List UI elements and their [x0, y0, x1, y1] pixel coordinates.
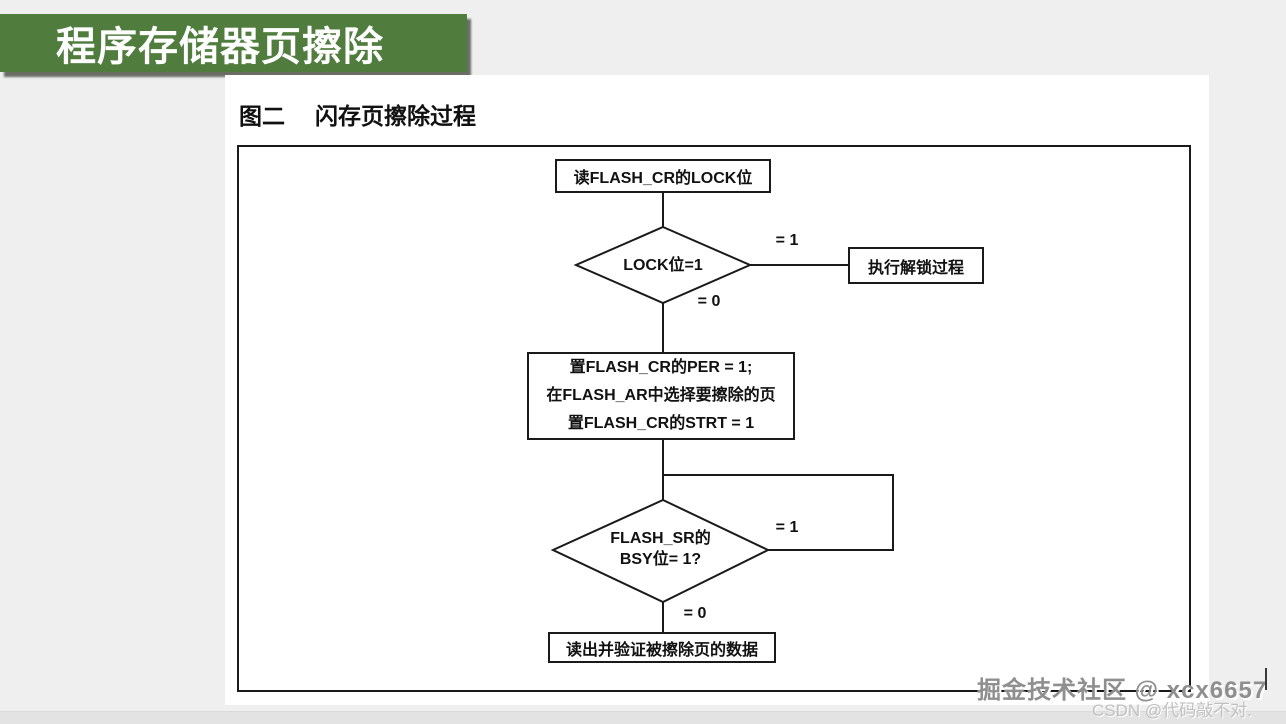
flowchart-frame: 读FLASH_CR的LOCK位 LOCK位=1 执行解锁过程 置FLASH_CR…: [237, 145, 1191, 692]
node-unlock-label: 执行解锁过程: [867, 259, 964, 277]
erase-setup-line-1: 置FLASH_CR的PER = 1;: [569, 359, 753, 376]
edge-label-lock-equals-1: = 1: [775, 232, 799, 249]
page-title-banner: 程序存储器页擦除: [0, 14, 467, 72]
lock-decision-diamond: [573, 225, 753, 305]
figure-title: 闪存页擦除过程: [315, 103, 476, 129]
node-read-lock: 读FLASH_CR的LOCK位: [555, 159, 771, 193]
edge-label-busy-equals-0: = 0: [683, 605, 707, 622]
node-verify-data: 读出并验证被擦除页的数据: [548, 632, 776, 663]
edge-label-busy-equals-1: = 1: [775, 519, 799, 536]
busy-decision-line-2: BSY位= 1?: [619, 551, 702, 568]
bottom-strip: [0, 711, 1286, 724]
node-unlock-process: 执行解锁过程: [848, 247, 984, 284]
busy-decision-line-1: FLASH_SR的: [610, 530, 711, 547]
node-erase-setup: 置FLASH_CR的PER = 1; 在FLASH_AR中选择要擦除的页 置FL…: [527, 352, 795, 440]
connector-busy-loopback: [663, 474, 894, 551]
lock-decision-text: LOCK位=1: [623, 257, 703, 274]
figure-caption: 图二 闪存页擦除过程: [239, 97, 476, 131]
content-panel: 图二闪存页擦除过程 读FLASH_CR的LOC: [225, 75, 1209, 705]
node-busy-decision-label: FLASH_SR的 BSY位= 1?: [553, 528, 768, 570]
text-caret-mark: [1265, 668, 1267, 690]
edge-label-lock-equals-0: = 0: [697, 293, 721, 310]
watermark-juejin: 掘金技术社区 @ xcx6657: [977, 677, 1268, 704]
node-read-lock-label: 读FLASH_CR的LOCK位: [573, 170, 753, 187]
flowchart-connectors: [550, 193, 894, 634]
watermark-csdn: CSDN @代码敲不对.: [1092, 701, 1252, 720]
figure-number: 图二: [239, 103, 285, 129]
erase-setup-line-3: 置FLASH_CR的STRT = 1: [567, 415, 755, 432]
page-title: 程序存储器页擦除: [56, 25, 384, 69]
busy-decision-diamond: [550, 498, 771, 604]
node-lock-decision-label: LOCK位=1: [576, 255, 750, 276]
erase-setup-line-2: 在FLASH_AR中选择要擦除的页: [546, 387, 776, 404]
node-verify-label: 读出并验证被擦除页的数据: [565, 641, 758, 659]
